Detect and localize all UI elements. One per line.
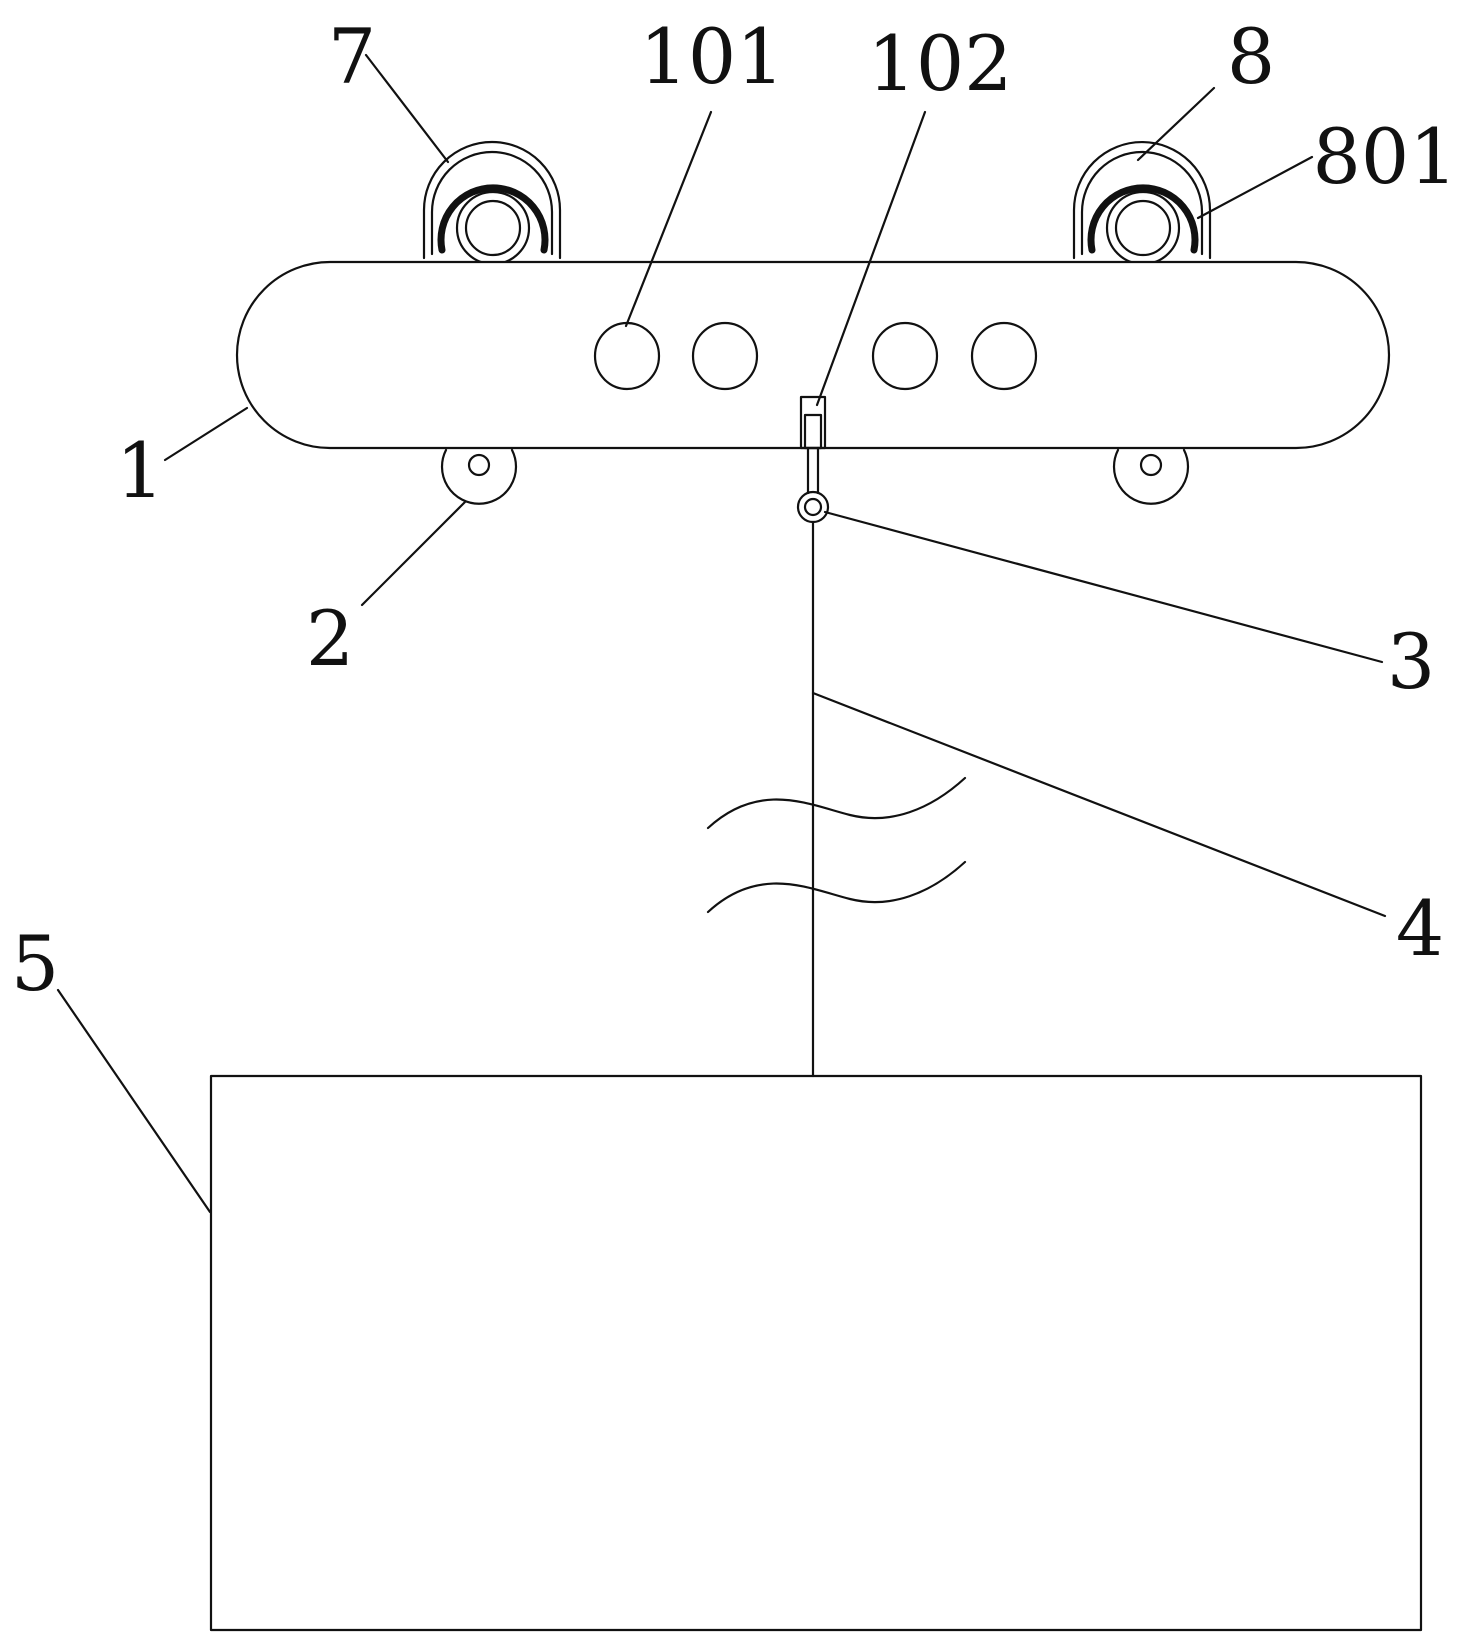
label-7: 7 xyxy=(328,12,376,101)
break-marks xyxy=(706,776,967,914)
label-2: 2 xyxy=(306,594,354,683)
bottom-roller-right xyxy=(1112,448,1190,505)
bottom-roller-left xyxy=(440,448,518,505)
label-5: 5 xyxy=(11,919,59,1008)
label-8: 8 xyxy=(1227,12,1275,101)
label-102: 102 xyxy=(867,19,1012,108)
label-4: 4 xyxy=(1396,884,1444,973)
leader-lines xyxy=(56,53,1387,1214)
label-1: 1 xyxy=(116,426,164,515)
load-box xyxy=(209,1074,1423,1632)
main-body xyxy=(235,260,1391,450)
label-3: 3 xyxy=(1387,617,1435,706)
label-101: 101 xyxy=(639,12,784,101)
label-801: 801 xyxy=(1312,112,1457,201)
top-wheel-left xyxy=(422,140,562,266)
top-wheel-right xyxy=(1072,140,1212,266)
